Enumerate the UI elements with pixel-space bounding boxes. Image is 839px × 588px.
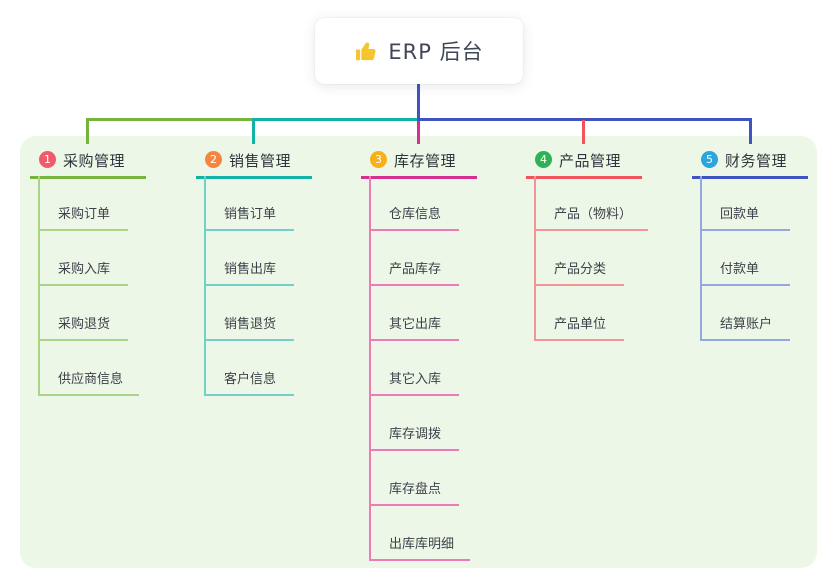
child-label: 回款单 [720,207,760,222]
branch-number-badge: 2 [205,150,222,168]
branch-number-badge: 1 [39,150,56,168]
child-label: 采购退货 [58,317,111,332]
child-label: 产品分类 [554,262,607,277]
connector-branch5 [749,120,752,144]
branch-finance: 5 财务管理 回款单 付款单 结算账户 [692,144,839,341]
branch-label: 产品管理 [559,151,622,170]
child-node[interactable]: 客户信息 [206,341,294,396]
branch-header-purchase[interactable]: 1 采购管理 [30,144,146,179]
child-label: 产品（物料） [554,207,633,222]
child-node[interactable]: 结算账户 [702,286,790,341]
child-label: 库存调拨 [389,427,442,442]
child-node[interactable]: 产品（物料） [536,176,649,231]
branch-number-badge: 5 [701,150,718,168]
child-label: 采购入库 [58,262,111,277]
branch-label: 销售管理 [229,151,292,170]
branch-header-sales[interactable]: 2 销售管理 [196,144,312,179]
child-label: 库存盘点 [389,482,442,497]
child-node[interactable]: 其它出库 [371,286,459,341]
child-node[interactable]: 供应商信息 [40,341,140,396]
child-node[interactable]: 付款单 [702,231,790,286]
child-node[interactable]: 库存盘点 [371,451,459,506]
branch-label: 采购管理 [63,151,126,170]
child-node[interactable]: 产品分类 [536,231,624,286]
child-label: 其它出库 [389,317,442,332]
branch-header-finance[interactable]: 5 财务管理 [692,144,808,179]
child-node[interactable]: 产品单位 [536,286,624,341]
child-label: 产品单位 [554,317,607,332]
connector-bus-right [417,118,752,121]
child-label: 仓库信息 [389,207,442,222]
branch-number-badge: 4 [535,150,552,168]
child-label: 产品库存 [389,262,442,277]
child-node[interactable]: 销售订单 [206,176,294,231]
child-node[interactable]: 回款单 [702,176,790,231]
child-node[interactable]: 库存调拨 [371,396,459,451]
branch-header-product[interactable]: 4 产品管理 [526,144,642,179]
child-node[interactable]: 销售出库 [206,231,294,286]
branch-label: 财务管理 [725,151,788,170]
connector-root-stub [417,84,420,120]
branch-sales: 2 销售管理 销售订单 销售出库 销售退货 客户信息 [196,144,356,396]
child-node[interactable]: 仓库信息 [371,176,459,231]
child-label: 采购订单 [58,207,111,222]
branch-inventory: 3 库存管理 仓库信息 产品库存 其它出库 其它入库 库存调拨 库存盘点 出库库… [361,144,521,561]
child-node[interactable]: 采购退货 [40,286,128,341]
child-label: 供应商信息 [58,372,124,387]
root-node[interactable]: ERP 后台 [315,18,523,84]
connector-branch4 [582,120,585,144]
branch-purchase: 1 采购管理 采购订单 采购入库 采购退货 供应商信息 [30,144,190,396]
child-node[interactable]: 其它入库 [371,341,459,396]
child-node[interactable]: 出库库明细 [371,506,471,561]
child-node[interactable]: 采购订单 [40,176,128,231]
connector-branch3 [417,120,420,144]
child-label: 结算账户 [720,317,773,332]
connector-branch2 [252,118,255,144]
branch-header-inventory[interactable]: 3 库存管理 [361,144,477,179]
thumbs-up-icon [354,39,378,63]
child-label: 销售退货 [224,317,277,332]
child-node[interactable]: 产品库存 [371,231,459,286]
child-label: 销售出库 [224,262,277,277]
child-node[interactable]: 采购入库 [40,231,128,286]
child-label: 出库库明细 [389,537,455,552]
child-node[interactable]: 销售退货 [206,286,294,341]
branch-label: 库存管理 [394,151,457,170]
child-label: 付款单 [720,262,760,277]
connector-bus-left-teal [252,118,419,121]
child-label: 销售订单 [224,207,277,222]
connector-branch1 [86,118,89,144]
branch-number-badge: 3 [370,150,387,168]
branches-panel [20,136,817,568]
child-label: 客户信息 [224,372,277,387]
branch-product: 4 产品管理 产品（物料） 产品分类 产品单位 [526,144,686,341]
root-label: ERP 后台 [388,40,484,64]
child-label: 其它入库 [389,372,442,387]
